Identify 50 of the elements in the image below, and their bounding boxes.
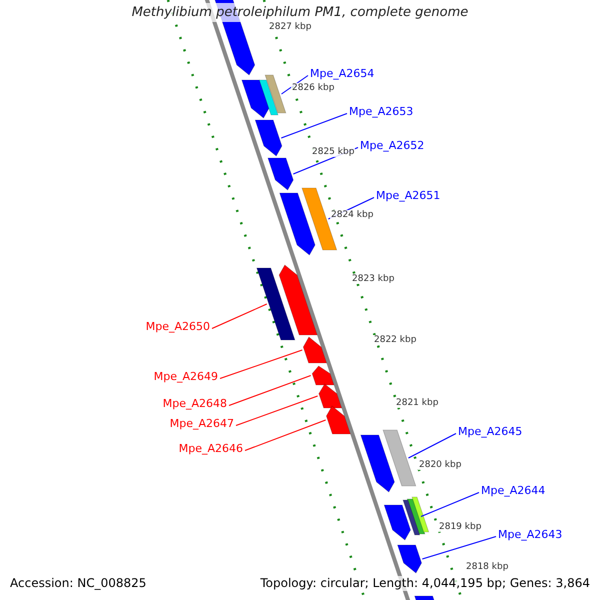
gene-shape [312, 366, 334, 386]
gene-shape [241, 80, 270, 118]
gene-name: Mpe_A2643 [498, 528, 562, 541]
scale-label: 2826 kbp [291, 83, 336, 93]
scale-label: 2820 kbp [418, 460, 462, 470]
gene-shape [279, 192, 316, 256]
gene-name: Mpe_A2652 [360, 139, 424, 152]
scale-label: 2818 kbp [465, 562, 510, 572]
gene-name: Mpe_A2646 [178, 442, 243, 455]
leader-line [408, 433, 456, 458]
scale-label: 2822 kbp [373, 335, 418, 345]
gene-shape [318, 384, 342, 408]
leader-line [228, 375, 312, 406]
gene-shape [254, 120, 282, 156]
gene-shape [402, 500, 420, 536]
gene-shape [278, 264, 318, 336]
gene-shape [258, 80, 278, 116]
gene-name: Mpe_A2644 [481, 484, 546, 497]
gene-name: Mpe_A2648 [162, 397, 227, 410]
leader-line [280, 113, 348, 138]
gene-shape [264, 74, 286, 114]
gene-name: Mpe_A2653 [349, 105, 414, 118]
gene-shape [397, 544, 422, 574]
gene-shape [256, 268, 296, 340]
gene-shape [412, 496, 430, 532]
leader-line [236, 396, 318, 426]
gene-shape [302, 336, 328, 364]
gene-name: Mpe_A2649 [154, 370, 218, 383]
gene-name: Mpe_A2647 [170, 417, 234, 430]
scale-label: 2825 kbp [311, 147, 356, 157]
scale-label: 2819 kbp [438, 522, 482, 532]
gene-shape [384, 504, 411, 540]
gene-name: Mpe_A2651 [376, 189, 440, 202]
gene-shape [326, 406, 351, 434]
leader-line [212, 304, 268, 329]
leader-line [220, 350, 303, 379]
gene-shape [360, 434, 395, 492]
leader-line [244, 420, 326, 451]
leader-line [281, 75, 308, 94]
gene-name: Mpe_A2645 [458, 425, 522, 438]
scale-label: 2827 kbp [268, 22, 312, 32]
scale-label: 2821 kbp [395, 398, 440, 408]
scale-label: 2824 kbp [330, 210, 374, 220]
gene-shape [382, 430, 416, 486]
leader-line [420, 492, 480, 517]
gene-name: Mpe_A2650 [146, 320, 210, 333]
gene-shape [268, 158, 294, 190]
gene-name: Mpe_A2654 [310, 67, 374, 80]
scale-label: 2823 kbp [351, 274, 396, 284]
leader-line [422, 536, 496, 560]
